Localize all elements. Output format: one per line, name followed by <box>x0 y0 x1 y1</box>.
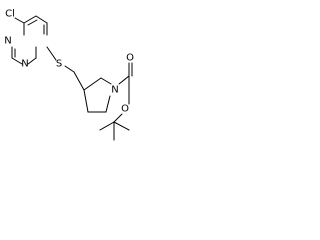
atom-label-carbonyl-oxygen: O <box>126 53 134 64</box>
bond-c6-n2 <box>11 57 23 65</box>
bond-cquat-me2 <box>99 121 115 131</box>
bond-n2-c5 <box>27 57 37 65</box>
bond-n-c5 <box>105 95 111 113</box>
bond-c2-n <box>100 77 112 85</box>
atom-label-chlorine: Cl <box>5 9 15 20</box>
bond-ch2-ring <box>73 71 85 91</box>
bond-n-carbonyl <box>118 75 130 85</box>
bond-s-ch2 <box>64 65 75 73</box>
bond-c3-c4 <box>35 15 48 24</box>
atom-label-ester-oxygen: O <box>121 104 129 115</box>
bond-c4-c3 <box>83 89 89 113</box>
bond-cquat-me3 <box>113 121 130 131</box>
bond-o-cquat <box>113 113 123 123</box>
bond-c-cl <box>14 17 25 24</box>
atom-label-pyrimidine-n2: N <box>21 59 28 70</box>
bond-ring-s <box>46 46 57 61</box>
atom-label-sulfur: S <box>56 59 62 70</box>
chemical-structure: Cl N N S N O O <box>4 9 134 141</box>
pyrrolidine-ring <box>83 77 112 113</box>
pyrimidine-ring <box>11 15 48 65</box>
bond-c3-c2 <box>83 77 102 91</box>
bond-c2-c3-double <box>27 19 38 26</box>
atom-label-pyrrolidine-n: N <box>111 85 118 96</box>
bond-c2-c3 <box>23 15 37 24</box>
atom-label-pyrimidine-n1: N <box>4 36 11 47</box>
